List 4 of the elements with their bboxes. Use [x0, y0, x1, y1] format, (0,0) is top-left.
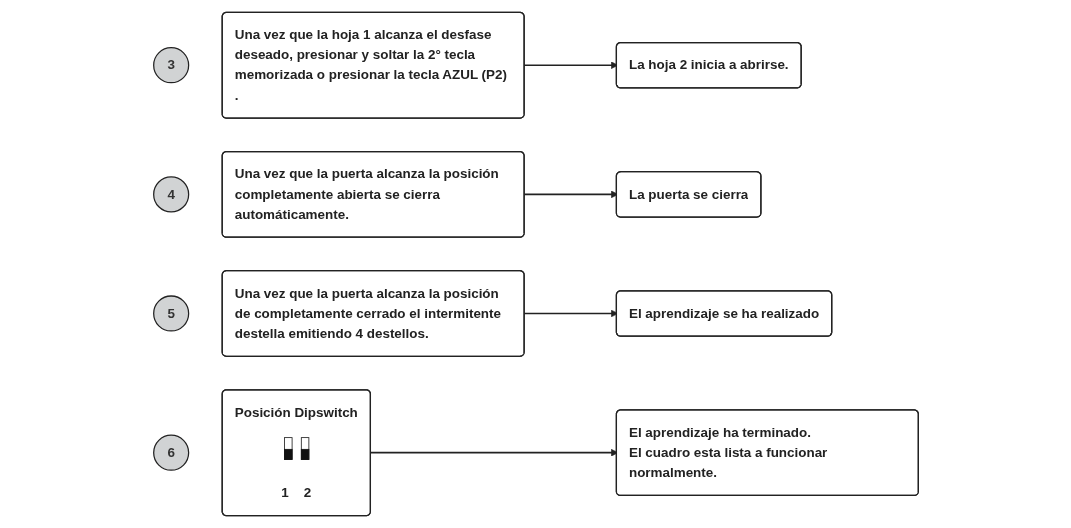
- node-circle: 6: [152, 434, 189, 471]
- node-circle: 4: [152, 176, 189, 213]
- node-circle: 3: [152, 47, 189, 84]
- node-circle: 5: [152, 295, 189, 332]
